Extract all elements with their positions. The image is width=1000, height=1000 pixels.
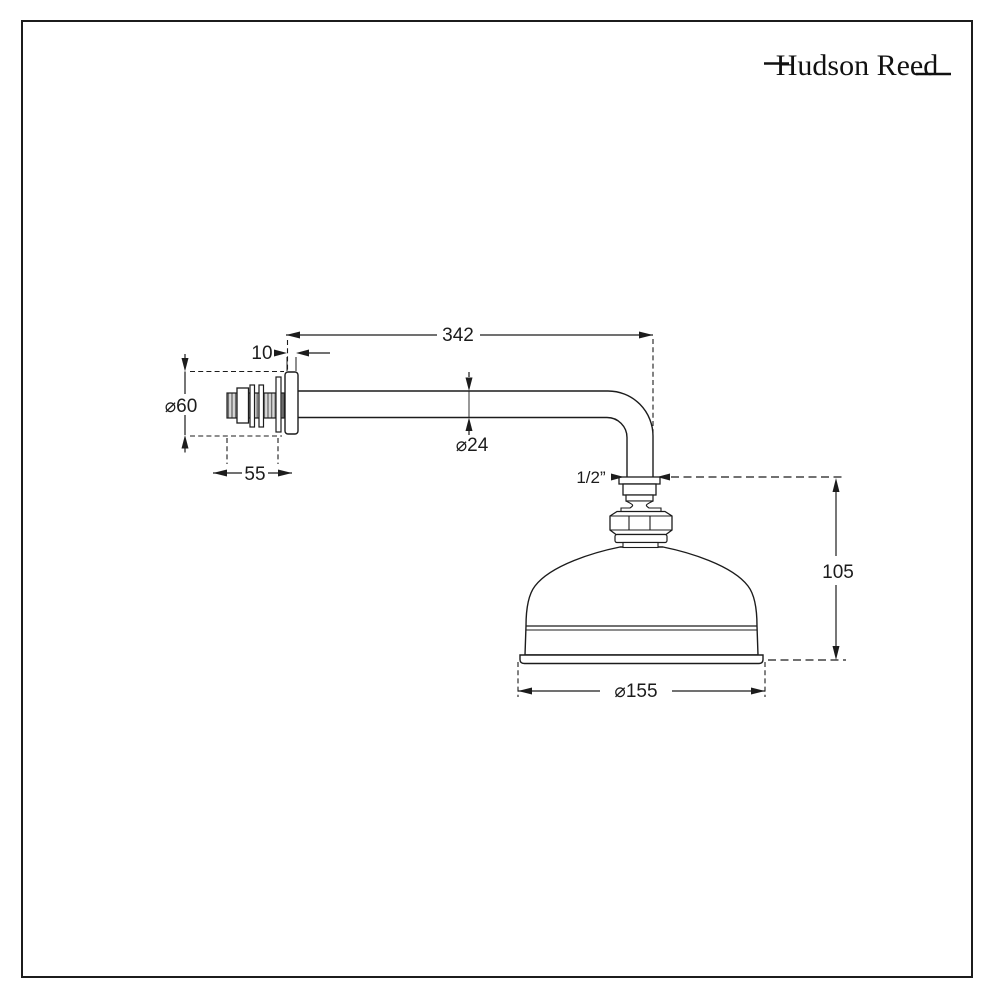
dim-head-height-label: 105: [822, 562, 854, 583]
connector-stack: [609, 476, 673, 549]
locking-nut: [236, 387, 250, 424]
brand-logo: Hudson Reed: [764, 49, 951, 82]
dim-wall-plate-thickness: 10: [251, 343, 330, 371]
bell-neck-collar: [622, 541, 659, 549]
bell-bottom-rim: [519, 654, 764, 665]
arm-inner-edge: [298, 416, 628, 477]
arrowhead-top: [465, 377, 473, 391]
dim-arm-diameter-label: ⌀24: [456, 435, 489, 456]
thread-collar: [625, 494, 654, 502]
logo-text: Hudson Reed: [776, 49, 938, 82]
arrowhead-left: [518, 687, 532, 695]
arrowhead-right: [751, 687, 765, 695]
dim-arm-diameter: ⌀24: [456, 372, 489, 456]
dim-head-diameter-label: ⌀155: [614, 681, 657, 702]
arrowhead-left: [213, 469, 227, 477]
dim-wall-fitting-length: 55: [213, 438, 292, 485]
border-frame: [21, 20, 973, 978]
arm-outer-edge: [298, 390, 654, 477]
arrowhead-bottom: [465, 417, 473, 431]
dim-wall-plate-diameter: ⌀60: [165, 354, 284, 453]
wall-fixture-group: [226, 371, 299, 435]
arrowhead-top: [832, 478, 840, 492]
arrowhead-right: [639, 331, 653, 339]
dim-connector-thread-label: 1/2”: [576, 468, 606, 487]
connector-neck: [620, 500, 662, 513]
shower-head-group: [519, 546, 764, 665]
dim-wall-plate-diameter-label: ⌀60: [165, 396, 198, 417]
arrowhead-left: [611, 473, 624, 481]
arrowhead-right: [278, 469, 292, 477]
arrowhead-right: [296, 349, 309, 357]
dim-wall-fitting-length-label: 55: [244, 464, 265, 485]
washer-2: [258, 384, 265, 428]
washer-3: [275, 376, 282, 433]
coupler-flange-top: [618, 476, 661, 485]
arrowhead-top: [181, 358, 189, 372]
arrowhead-bottom: [832, 646, 840, 660]
dim-arm-length-label: 342: [442, 325, 474, 346]
arrowhead-right: [657, 473, 670, 481]
hex-nut: [609, 510, 673, 536]
coupler-flange-lower: [622, 483, 657, 496]
dim-wall-plate-thickness-label: 10: [251, 343, 272, 364]
dim-head-diameter: ⌀155: [517, 662, 766, 702]
shower-arm: [298, 390, 654, 477]
dim-connector-thread: 1/2”: [576, 468, 846, 487]
arrowhead-left: [286, 331, 300, 339]
bell-body: [524, 546, 759, 656]
arrowhead-bottom: [181, 435, 189, 449]
dim-head-height: 105: [768, 478, 854, 661]
nut-collar: [614, 533, 668, 544]
washer-1: [249, 384, 256, 428]
wall-plate: [284, 371, 299, 435]
arrowhead-left: [274, 349, 287, 357]
